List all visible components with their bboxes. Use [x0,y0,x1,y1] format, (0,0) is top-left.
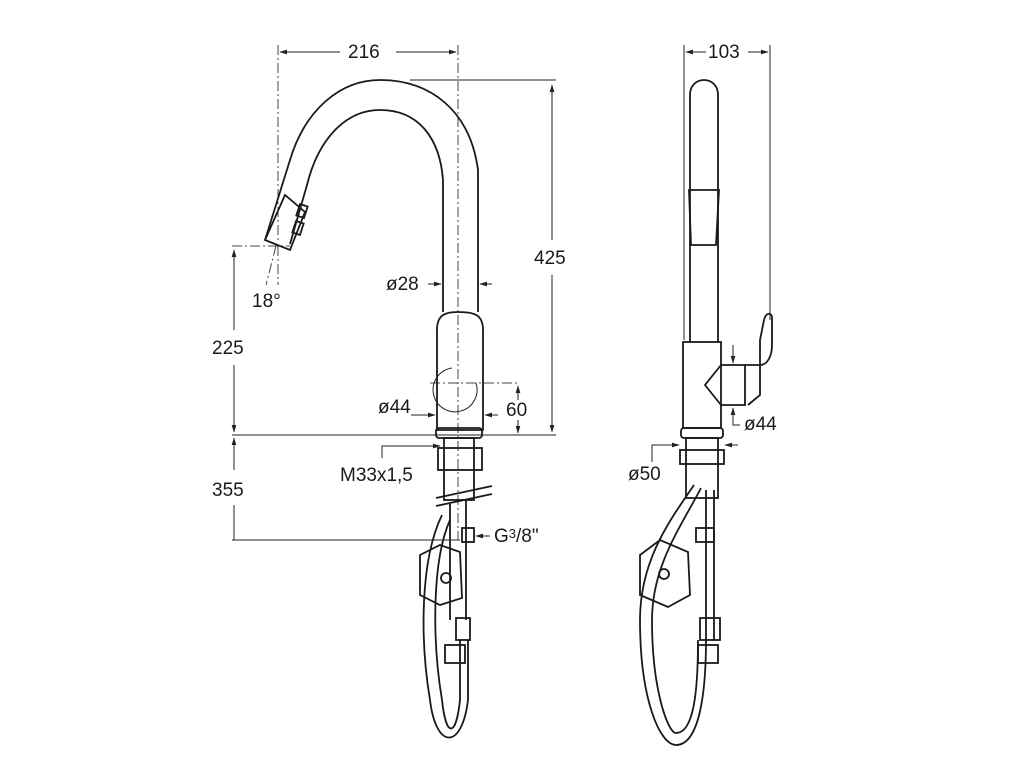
dim-height-425: 425 [534,248,566,269]
front-view [231,45,556,739]
dim-hose-diameter: ø28 [386,274,419,295]
connection-label: G3/8" [494,527,539,546]
dim-spout-height: 225 [212,338,244,359]
dim-width-front: 216 [348,42,380,63]
dim-body-diameter: ø44 [378,397,411,418]
dim-width-side: 103 [708,42,740,63]
side-view [639,45,773,746]
connection-prefix: G [494,526,509,547]
connection-den: /8" [516,526,539,547]
dim-shank-length: 355 [212,480,244,501]
thread-label: M33x1,5 [340,465,413,486]
dim-spray-angle: 18° [252,291,281,312]
dim-lever-height: 60 [506,400,528,421]
dim-side-body-diameter: ø44 [744,414,777,435]
dim-base-diameter: ø50 [628,464,661,485]
connection-num: 3 [508,526,517,541]
